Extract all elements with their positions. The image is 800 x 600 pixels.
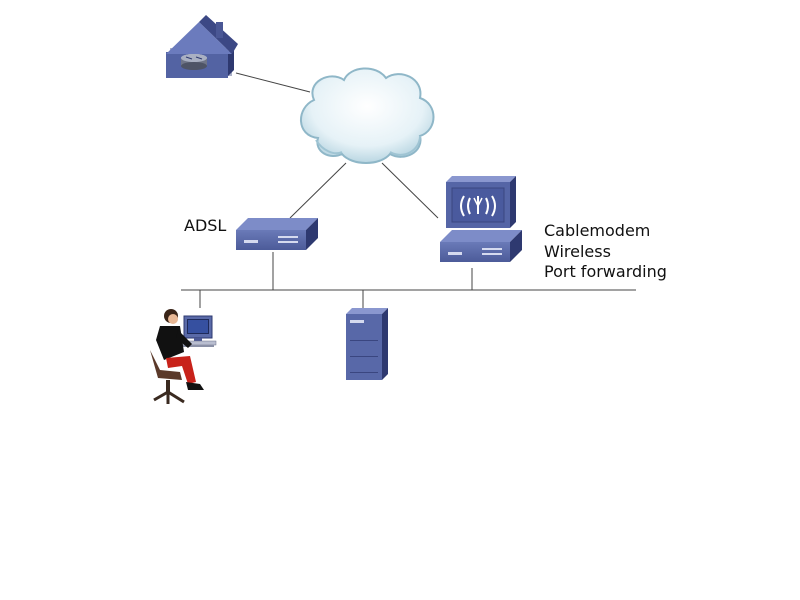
adsl-label: ADSL <box>184 216 227 235</box>
server-tower-icon <box>346 308 388 380</box>
link-cloud-adsl <box>289 162 347 219</box>
wireless-access-point-icon <box>440 176 522 262</box>
connection-lines <box>181 72 636 308</box>
link-cloud-cablemodem <box>381 162 439 219</box>
home-router-icon <box>166 15 238 78</box>
wireless-label-line: Wireless <box>544 241 611 261</box>
cablemodem-label-line: Cablemodem <box>544 221 651 240</box>
port-forwarding-label-line: Port forwarding <box>544 262 667 281</box>
adsl-modem-icon <box>236 218 318 250</box>
user-at-workstation-icon <box>150 309 217 404</box>
link-home-cloud <box>235 72 311 93</box>
cablemodem-label: Cablemodem Wireless Port forwarding <box>544 221 667 283</box>
cloud-icon <box>300 67 435 164</box>
